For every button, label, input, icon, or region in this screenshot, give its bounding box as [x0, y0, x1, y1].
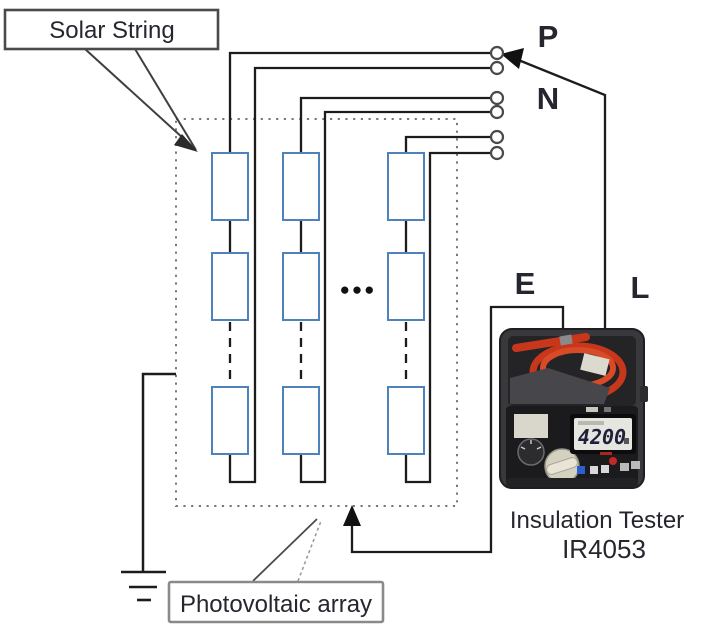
- range-dial-ticks: [520, 440, 542, 450]
- lead-clamp: [510, 368, 610, 404]
- earth-ground-icon: [121, 570, 166, 602]
- string1-positive-wire: [228, 51, 491, 153]
- meter-label-patch: [514, 414, 548, 438]
- switch-detail: [604, 407, 611, 412]
- gray-button: [631, 461, 640, 469]
- solar-string-callout: Solar String: [3, 8, 220, 152]
- tester-display-value: 4200: [578, 425, 626, 449]
- terminal-circle: [489, 60, 505, 76]
- pv-module: [387, 152, 425, 221]
- terminal-n-label: N: [537, 81, 559, 116]
- callout-arrow-tip: [174, 134, 198, 152]
- terminal-circle: [489, 104, 505, 120]
- terminal-circle: [489, 129, 505, 145]
- tester-buttons: [577, 452, 640, 474]
- switch-detail: [586, 407, 598, 412]
- more-strings-ellipsis: ●●●: [340, 280, 377, 299]
- insulation-tester-photo: 4200: [499, 328, 648, 489]
- pv-module: [211, 252, 249, 321]
- tester-e-lead-wire: [350, 305, 565, 554]
- lcd-annunciators: [578, 421, 604, 425]
- case-bottom-lip: [506, 478, 638, 487]
- red-button: [609, 457, 617, 465]
- white-button: [590, 466, 598, 474]
- photovoltaic-array-callout: Photovoltaic array: [167, 518, 385, 624]
- string-wiring: [141, 51, 607, 572]
- l-lead-label: L: [631, 270, 650, 305]
- pv-module: [211, 152, 249, 221]
- string2-positive-wire: [299, 96, 491, 153]
- pv-module: [211, 386, 249, 455]
- test-probe: [512, 333, 590, 352]
- gray-button: [620, 463, 629, 471]
- string3-positive-wire: [404, 135, 491, 153]
- string2-return-wire: [299, 110, 491, 484]
- white-button: [601, 465, 609, 473]
- photovoltaic-array-label: Photovoltaic array: [180, 591, 372, 618]
- blue-button: [577, 466, 585, 474]
- pv-module: [387, 252, 425, 321]
- ground-wire: [141, 372, 176, 572]
- photovoltaic-array-label-box: [167, 580, 385, 624]
- pv-module: [282, 252, 320, 321]
- terminal-p-label: P: [538, 19, 559, 54]
- tester-model-label: IR4053: [562, 534, 646, 564]
- tester-l-lead-wire: [510, 55, 607, 331]
- manual-slip: [580, 353, 610, 376]
- pv-array-dotted-boundary: [175, 118, 458, 507]
- string3-return-wire: [404, 151, 491, 484]
- e-lead-label: E: [515, 266, 536, 301]
- test-probe-grip: [559, 334, 573, 346]
- solar-string-label: Solar String: [49, 17, 174, 44]
- tester-name-label: Insulation Tester: [510, 507, 684, 534]
- terminal-circle: [489, 90, 505, 106]
- range-dial: [517, 438, 545, 466]
- pv-modules: [211, 152, 425, 455]
- pv-module: [282, 386, 320, 455]
- e-lead-arrowhead-icon: [343, 505, 361, 526]
- pv-module: [387, 386, 425, 455]
- l-lead-arrowhead-icon: [501, 48, 524, 69]
- tester-latch: [640, 386, 648, 402]
- output-terminals: [489, 45, 505, 161]
- rotary-knob-pointer: [546, 457, 578, 475]
- terminal-circle: [489, 45, 505, 61]
- string1-return-wire: [228, 66, 491, 484]
- terminal-circle: [489, 145, 505, 161]
- solar-string-label-box: [3, 8, 220, 51]
- pv-module: [282, 152, 320, 221]
- lcd-screen: [574, 418, 632, 450]
- lcd-unit-mark: [624, 438, 629, 444]
